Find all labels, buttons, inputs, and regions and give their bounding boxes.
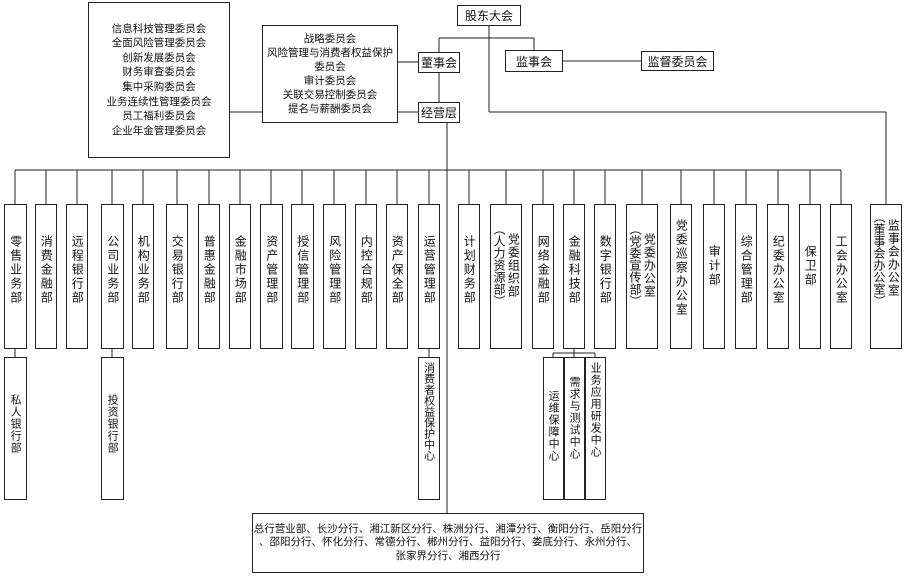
- department-name: 金融科技部: [567, 235, 582, 305]
- board-committee: 风险管理与消费者权益保护: [267, 47, 393, 59]
- department-name: 运营管理部: [422, 235, 437, 305]
- management-committee: 信息科技管理委员会: [111, 22, 207, 35]
- sub-unit-name: 业务应用研发中心: [589, 362, 603, 458]
- department-box: 计划财务部: [458, 204, 480, 349]
- department-box: 金融科技部: [563, 204, 585, 349]
- department-name: 风险管理部: [327, 235, 342, 305]
- management-committee: 业务连续性管理委员会: [106, 95, 212, 108]
- supervisory-office-name-alt: （董事会办公室）: [872, 211, 886, 307]
- department-name: 消费金融部: [39, 235, 54, 305]
- department-name: 纪委办公室: [771, 235, 786, 305]
- department-box: 普惠金融部: [198, 204, 220, 349]
- department-name: 远程银行部: [70, 235, 85, 305]
- department-name: 金融市场部: [233, 235, 248, 305]
- department-box: 资产保全部: [386, 204, 408, 349]
- sub-unit-name: 需求与测试中心: [568, 376, 582, 460]
- branches-line: 、邵阳分行、怀化分行、常德分行、郴州分行、益阳分行、娄底分行、永州分行、: [259, 536, 637, 549]
- sub-unit-name: 投资银行部: [106, 394, 120, 454]
- board-committee: 战略委员会: [303, 33, 357, 45]
- department-name: 数字银行部: [598, 235, 613, 305]
- board-committee: 委员会: [314, 61, 346, 73]
- department-box: 党委组织部 （人力资源部）: [490, 204, 522, 349]
- department-name: 计划财务部: [462, 235, 477, 305]
- branches-line: 张家界分行、湘西分行: [395, 549, 501, 562]
- supervisory-office-box: 监事会办公室 （董事会办公室）: [870, 204, 902, 349]
- department-box: 风险管理部: [323, 204, 346, 349]
- supervisory-office-name: 监事会办公室: [886, 219, 901, 297]
- department-box: 远程银行部: [66, 204, 88, 349]
- department-name: 审计部: [707, 245, 722, 287]
- department-box: 保卫部: [799, 204, 821, 349]
- department-name: 党委办公室: [642, 233, 657, 298]
- department-name: 内控合规部: [359, 235, 374, 305]
- department-box: 金融市场部: [229, 204, 251, 349]
- department-name: 工会办公室: [834, 235, 849, 305]
- department-box: 公司业务部: [101, 204, 124, 349]
- investment-banking-box: 投资银行部: [101, 357, 124, 500]
- department-box: 工会办公室: [830, 204, 852, 349]
- department-box: 交易银行部: [166, 204, 188, 349]
- department-name: 授信管理部: [295, 235, 310, 305]
- department-box: 运营管理部: [418, 204, 440, 349]
- board-committee: 提名与薪酬委员会: [288, 103, 372, 115]
- department-name: 资产管理部: [264, 235, 279, 305]
- management-committees-box: 信息科技管理委员会 全面风险管理委员会 创新发展委员会 财务审查委员会 集中采购…: [88, 2, 230, 158]
- management-box: 经营层: [418, 102, 460, 123]
- fintech-center-box: 业务应用研发中心: [585, 357, 606, 500]
- management-committee: 企业年金管理委员会: [111, 124, 207, 137]
- department-box: 内控合规部: [355, 204, 377, 349]
- department-box: 审计部: [703, 204, 725, 349]
- department-name: 党委组织部: [506, 233, 521, 298]
- management-committee: 创新发展委员会: [122, 51, 196, 64]
- management-committee: 财务审查委员会: [122, 66, 196, 79]
- department-name: 保卫部: [803, 245, 818, 287]
- department-name: 普惠金融部: [202, 235, 217, 305]
- branches-line: 总行营业部、长沙分行、湘江新区分行、株洲分行、湘潭分行、衡阳分行、岳阳分行: [253, 522, 643, 535]
- supervision-committee-box: 监督委员会: [641, 51, 714, 71]
- shareholders-meeting-box: 股东大会: [457, 5, 521, 26]
- fintech-center-box: 需求与测试中心: [564, 357, 585, 500]
- department-box: 授信管理部: [291, 204, 314, 349]
- department-name: 综合管理部: [739, 235, 754, 305]
- department-name-alt: （党委宣传部）: [628, 223, 642, 307]
- department-name: 零售业务部: [8, 235, 23, 305]
- department-box: 网络金融部: [532, 204, 554, 349]
- sub-unit-name: 私人银行部: [9, 394, 23, 454]
- department-name: 党委巡察办公室: [674, 219, 689, 317]
- department-box: 零售业务部: [4, 204, 27, 349]
- supervisory-board-box: 监事会: [505, 50, 563, 72]
- department-box: 资产管理部: [260, 204, 283, 349]
- branches-box: 总行营业部、长沙分行、湘江新区分行、株洲分行、湘潭分行、衡阳分行、岳阳分行 、邵…: [252, 513, 644, 573]
- board-committee: 审计委员会: [303, 75, 357, 87]
- sub-unit-name: 消费者权益保护中心: [422, 362, 436, 461]
- department-name: 公司业务部: [105, 235, 120, 305]
- department-name: 资产保全部: [390, 235, 405, 305]
- management-committee: 员工福利委员会: [122, 110, 196, 123]
- department-box: 纪委办公室: [767, 204, 789, 349]
- board-of-directors-box: 董事会: [418, 52, 460, 73]
- department-box: 消费金融部: [35, 204, 57, 349]
- management-committee: 集中采购委员会: [122, 81, 196, 93]
- department-name: 交易银行部: [170, 235, 185, 305]
- department-name-alt: （人力资源部）: [492, 223, 506, 307]
- department-box: 数字银行部: [594, 204, 616, 349]
- sub-unit-name: 运维保障中心: [547, 390, 561, 462]
- department-box: 综合管理部: [735, 204, 757, 349]
- private-banking-box: 私人银行部: [4, 357, 27, 500]
- department-box: 党委办公室 （党委宣传部）: [626, 204, 658, 349]
- management-committee: 全面风险管理委员会: [111, 37, 207, 50]
- department-name: 机构业务部: [136, 235, 151, 305]
- department-box: 党委巡察办公室: [670, 204, 692, 349]
- board-committees-box: 战略委员会 风险管理与消费者权益保护 委员会 审计委员会 关联交易控制委员会 提…: [262, 25, 398, 123]
- department-box: 机构业务部: [132, 204, 154, 349]
- department-name: 网络金融部: [536, 235, 551, 305]
- board-committee: 关联交易控制委员会: [282, 89, 378, 101]
- fintech-center-box: 运维保障中心: [543, 357, 564, 500]
- consumer-protection-center-box: 消费者权益保护中心: [418, 357, 440, 500]
